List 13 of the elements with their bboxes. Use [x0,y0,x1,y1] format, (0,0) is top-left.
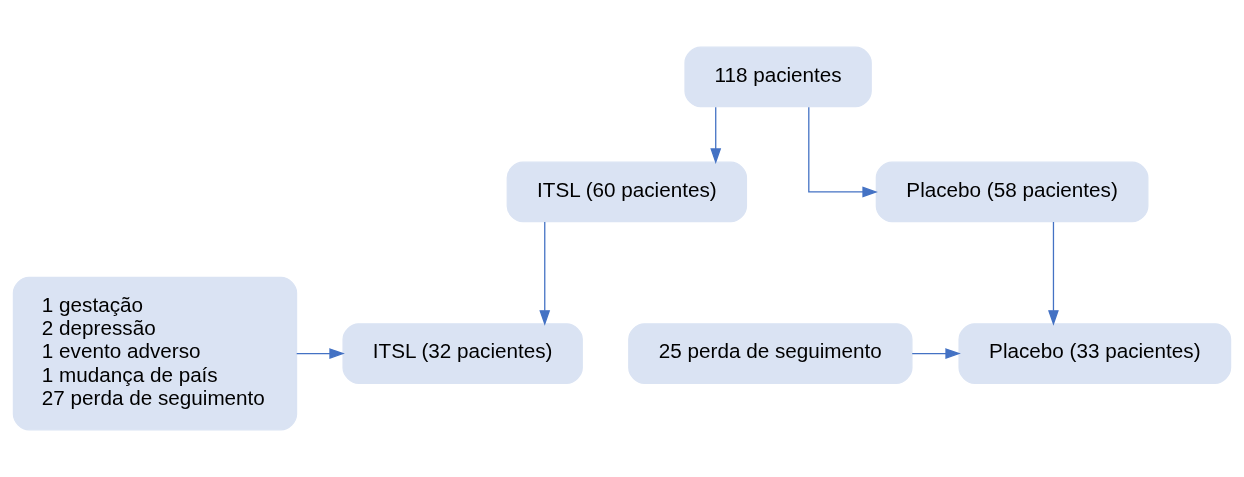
node-box: 25 perda de seguimento [628,323,913,384]
arrow [1048,221,1059,326]
arrow [710,106,722,164]
arrow [296,348,345,359]
node-box: 1 gestação 2 depressão 1 evento adverso 1 mudança de país 27 perda de seguimento [12,276,298,431]
node-box: Placebo (33 pacientes) [958,323,1232,384]
node-box: 118 pacientes [684,46,872,108]
arrow [808,106,878,198]
arrow [911,348,961,359]
node-box: Placebo (58 pacientes) [875,161,1149,223]
node-box: ITSL (32 pacientes) [342,323,583,384]
arrow [539,221,551,326]
node-box: ITSL (60 pacientes) [506,161,748,223]
